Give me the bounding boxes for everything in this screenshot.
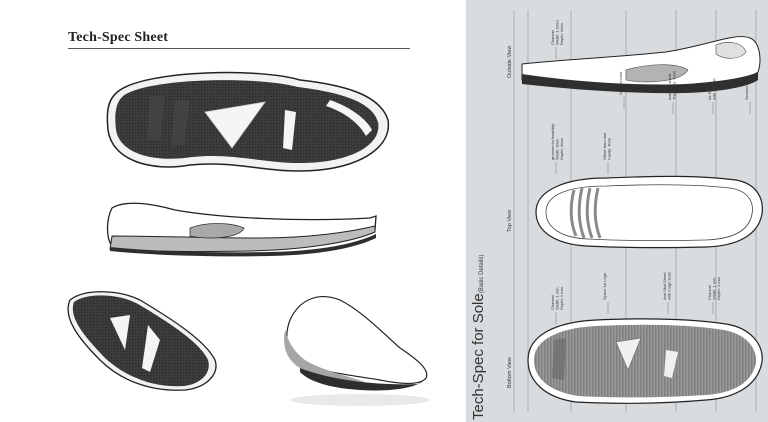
sole-bottom-view (106, 71, 390, 172)
sole-perspective-view (67, 291, 217, 391)
sole-drawings (67, 71, 430, 406)
outside-notes-4: Second color (744, 76, 749, 100)
bottom-view-sole (527, 318, 763, 404)
bottom-notes-0: ChannelWidth: 1 mmDepth: 1 mm (550, 286, 564, 310)
top-view-sole (535, 175, 763, 249)
outside-view-sole (521, 36, 761, 94)
top-notes-0: grooves for flexibilityWidth: 3mmDepth: … (550, 124, 564, 160)
heading-suffix: (Basic Details) (479, 254, 485, 294)
left-panel: Tech-Spec Sheet (67, 30, 430, 406)
bottom-notes-1: Space for Logo (602, 272, 607, 300)
bottom-view-label: Bottom View (507, 357, 513, 388)
sole-side-view (106, 202, 377, 257)
heading-main: Tech-Spec for Sole (470, 293, 487, 420)
sole-top-perspective-view (284, 296, 430, 406)
top-notes-1: Offset from lastCavity: 4mm (602, 132, 612, 160)
outside-notes-0: ChannelWidth: 1.5mmDepth: 1mm (550, 20, 564, 45)
outside-notes-1: Second color (618, 71, 623, 95)
top-view-label: Top View (507, 210, 513, 232)
bottom-notes-2: Anti-Skid Sheetwith rough texts (662, 272, 672, 300)
bottom-notes-3: ChannelWidth: 1 mmDepth: 1 mm (707, 276, 721, 300)
panel-divider (462, 0, 466, 422)
sole-spec-drawing: Outside View Top View Bottom View Channe… (507, 10, 763, 412)
outside-view-label: Outside View (507, 46, 513, 78)
right-panel: Outside View Top View Bottom View Channe… (466, 0, 768, 422)
outside-notes-3: Air Bubblewith support (707, 78, 717, 100)
spec-labels: Outside View Top View Bottom View (507, 46, 513, 388)
title-rule (68, 48, 410, 49)
spec-sheet-heading: Tech-Spec for Sole(Basic Details) (470, 255, 488, 420)
outside-notes-2: Anti-skid sheetThickness: 4mm (667, 70, 677, 100)
page-title: Tech-Spec Sheet (68, 30, 169, 45)
